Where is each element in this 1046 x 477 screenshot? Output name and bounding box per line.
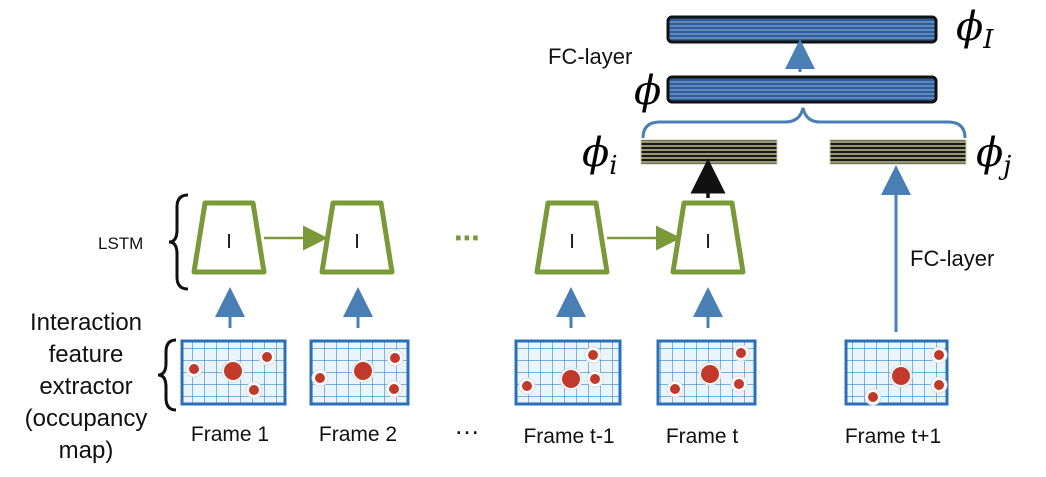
lstm-ellipsis: ⋯ xyxy=(454,223,480,253)
occupancy-map-frame-t-plus-1 xyxy=(844,339,949,406)
phi-j-feature-bar xyxy=(829,139,967,165)
phi-i-feature-bar xyxy=(640,139,778,165)
phi-I-symbol: ϕI xyxy=(956,4,994,55)
frame-label-1: Frame 1 xyxy=(191,423,269,446)
fc-layer-top-label: FC-layer xyxy=(548,44,632,69)
occupancy-map-frame-1 xyxy=(180,339,287,406)
svg-text:extractor: extractor xyxy=(39,373,132,400)
lstm-cell-2: I xyxy=(319,200,395,275)
lstm-cell-t-1: I xyxy=(534,200,610,275)
frame-label-t-plus-1: Frame t+1 xyxy=(845,425,941,448)
svg-text:map): map) xyxy=(59,437,114,464)
svg-text:I: I xyxy=(226,231,232,253)
svg-text:feature: feature xyxy=(49,341,124,368)
extractor-bracket xyxy=(157,338,177,412)
svg-text:(occupancy: (occupancy xyxy=(25,405,148,432)
phi-j-symbol: ϕj xyxy=(976,130,1011,181)
frames-ellipsis: … xyxy=(454,410,480,440)
frame-label-t-1: Frame t-1 xyxy=(523,425,614,448)
extractor-label: Interaction feature extractor (occupancy… xyxy=(25,309,148,464)
svg-text:I: I xyxy=(705,231,711,253)
phi-I-feature-bar xyxy=(666,15,938,44)
lstm-cell-1: I xyxy=(191,200,267,275)
phi-feature-bar xyxy=(666,75,938,104)
concat-brace xyxy=(641,107,967,139)
phi-symbol: ϕ xyxy=(634,68,661,114)
lstm-label: LSTM xyxy=(98,234,143,253)
frame-label-t: Frame t xyxy=(666,425,739,448)
svg-text:I: I xyxy=(569,231,575,253)
phi-i-symbol: ϕi xyxy=(582,130,618,181)
svg-text:I: I xyxy=(354,231,360,253)
occupancy-map-frame-t xyxy=(656,339,757,406)
lstm-bracket xyxy=(168,193,189,291)
svg-text:Interaction: Interaction xyxy=(30,309,142,336)
fc-layer-right-label: FC-layer xyxy=(910,246,994,271)
occupancy-map-frame-2 xyxy=(309,339,410,406)
occupancy-map-frame-t-1 xyxy=(514,339,622,406)
frame-label-2: Frame 2 xyxy=(319,423,397,446)
lstm-cell-t: I xyxy=(670,200,746,275)
